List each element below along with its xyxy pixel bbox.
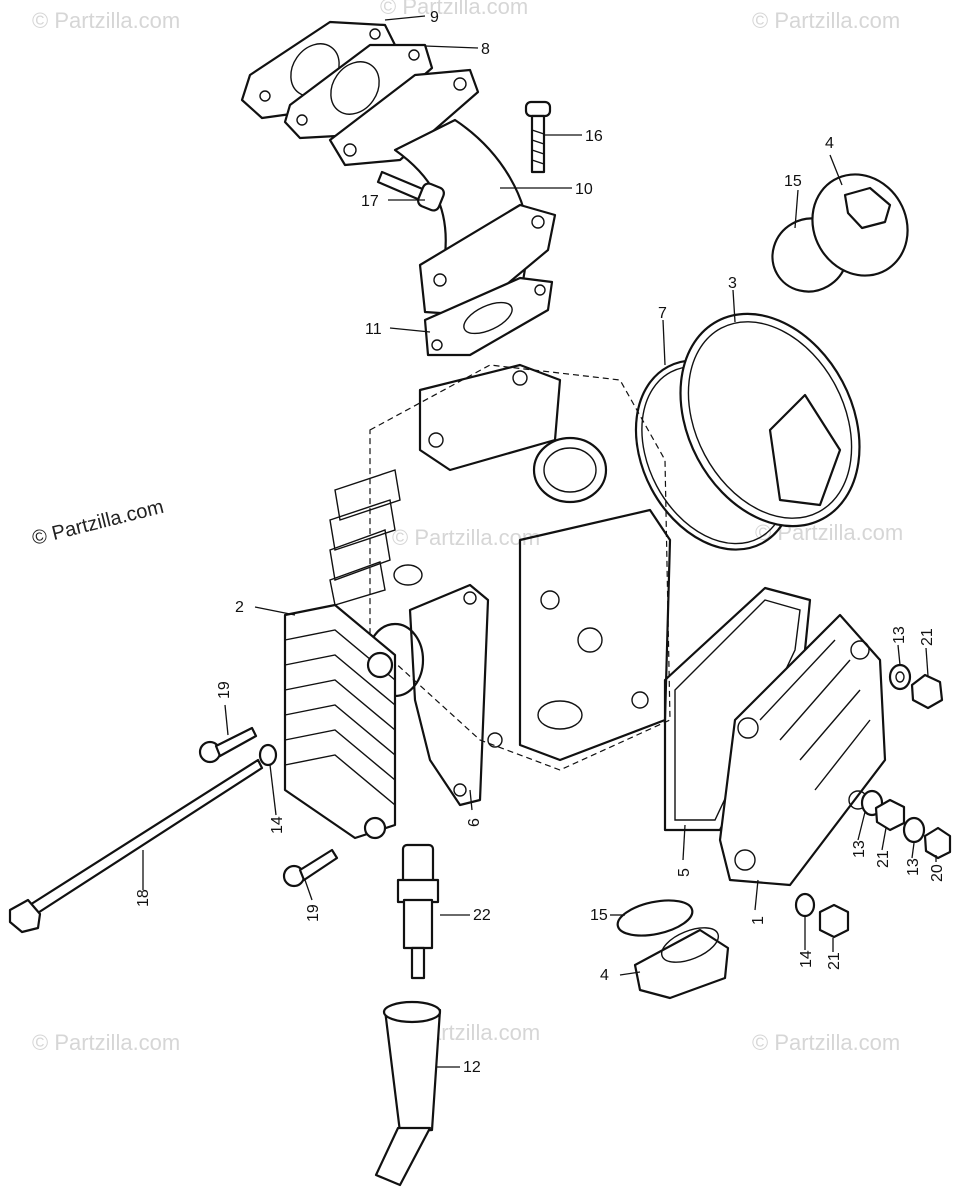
nut-21-mid <box>874 798 906 832</box>
callout-9: 9 <box>430 9 439 26</box>
washer-14-upper <box>258 743 278 767</box>
callout-14-right: 14 <box>798 950 815 968</box>
callout-13-right: 13 <box>905 858 922 876</box>
watermark-top-left: © Partzilla.com <box>32 8 180 33</box>
tappet-cap-4-top <box>771 173 909 293</box>
cap-nut-21-lower <box>818 903 850 939</box>
callout-13-upper: 13 <box>891 626 908 644</box>
callout-12: 12 <box>463 1059 481 1076</box>
bolt-16 <box>524 100 552 174</box>
callout-labels: 9 8 16 10 17 11 4 15 3 7 2 6 19 14 18 19… <box>135 9 946 1076</box>
callout-18: 18 <box>135 889 152 907</box>
callout-6: 6 <box>466 818 483 827</box>
head-cover-2 <box>283 603 397 840</box>
callout-15-top: 15 <box>784 173 802 190</box>
callout-16: 16 <box>585 128 603 145</box>
callout-14-left: 14 <box>269 816 286 834</box>
callout-21-mid: 21 <box>875 850 892 868</box>
washer-14-lower <box>794 892 816 918</box>
watermark-bottom-right: © Partzilla.com <box>752 1030 900 1055</box>
callout-2: 2 <box>235 599 244 616</box>
callout-22: 22 <box>473 907 491 924</box>
callout-19-lower: 19 <box>305 904 322 922</box>
tappet-cap-4-lower <box>633 927 730 1000</box>
callout-20: 20 <box>929 864 946 882</box>
callout-19-upper: 19 <box>216 681 233 699</box>
callout-17: 17 <box>361 193 379 210</box>
washer-13-right <box>902 816 926 844</box>
watermark-top-right: © Partzilla.com <box>752 8 900 33</box>
side-cover-3 <box>679 312 861 528</box>
long-bolt-18 <box>8 758 264 934</box>
callout-15-lower: 15 <box>590 907 608 924</box>
callout-8: 8 <box>481 41 490 58</box>
bolt-19-lower <box>282 848 339 888</box>
callout-13-mid: 13 <box>851 840 868 858</box>
callout-10: 10 <box>575 181 593 198</box>
callout-5: 5 <box>676 868 693 877</box>
cylinder-head <box>329 363 672 771</box>
callout-4-top: 4 <box>825 135 834 152</box>
watermark-middle: © Partzilla.com <box>392 525 540 550</box>
callout-11: 11 <box>365 321 382 338</box>
spark-plug-22 <box>396 843 440 980</box>
nut-20 <box>923 826 952 860</box>
callout-7: 7 <box>658 305 667 322</box>
o-ring-15-lower <box>616 899 694 937</box>
nut-21-upper <box>910 673 944 710</box>
leader-lines <box>142 15 937 1068</box>
tappet-cover-1 <box>718 613 887 887</box>
watermark-bottom-left: © Partzilla.com <box>32 1030 180 1055</box>
callout-21-upper: 21 <box>919 628 936 646</box>
watermark-top-center: © Partzilla.com <box>380 0 528 19</box>
callout-1: 1 <box>750 916 767 925</box>
plug-cap-12 <box>374 1000 442 1187</box>
callout-4-lower: 4 <box>600 967 609 984</box>
watermark-main: © Partzilla.com <box>30 496 166 550</box>
intake-gasket-11 <box>423 276 554 357</box>
callout-21-lower: 21 <box>826 952 843 970</box>
intake-pipe-10 <box>328 68 557 317</box>
washer-13-upper <box>888 663 912 691</box>
callout-3: 3 <box>728 275 737 292</box>
bolt-19-upper <box>198 726 258 764</box>
